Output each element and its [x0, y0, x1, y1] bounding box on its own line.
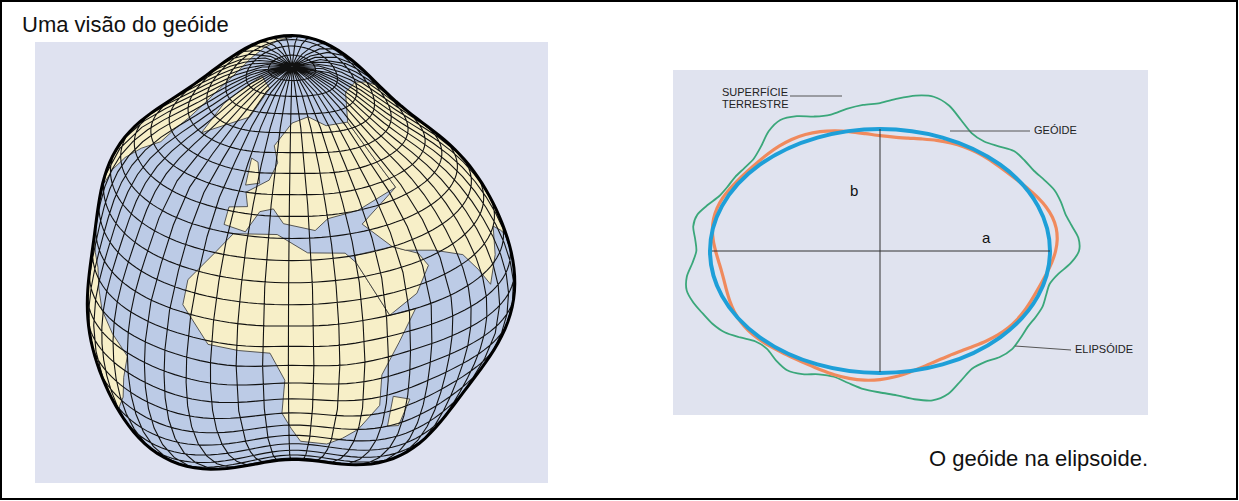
caption: O geóide na elipsoide. — [929, 447, 1148, 471]
terrain-label: SUPERFÍCIE TERRESTRE — [722, 87, 786, 110]
axis-label: a — [982, 230, 990, 247]
geoid-label: GEÓIDE — [1034, 125, 1077, 137]
leader-line — [790, 96, 842, 97]
axis-label: b — [850, 183, 858, 200]
geoid-outline — [87, 36, 514, 470]
continent — [104, 37, 292, 183]
minor-axis — [880, 129, 881, 372]
terrain-surface — [686, 95, 1079, 400]
ocean — [87, 36, 514, 470]
major-axis — [712, 251, 1050, 252]
section-panel — [673, 70, 1148, 415]
leader-line — [1015, 346, 1071, 350]
geoid-globe — [87, 36, 514, 470]
continent — [355, 247, 429, 316]
geoid-section — [686, 95, 1079, 400]
ellipsoid-label: ELIPSÓIDE — [1075, 344, 1133, 356]
title: Uma visão do geóide — [22, 13, 229, 37]
leader-line — [950, 131, 1030, 132]
graticule — [87, 36, 514, 469]
ellipsoid-curve — [710, 129, 1050, 373]
